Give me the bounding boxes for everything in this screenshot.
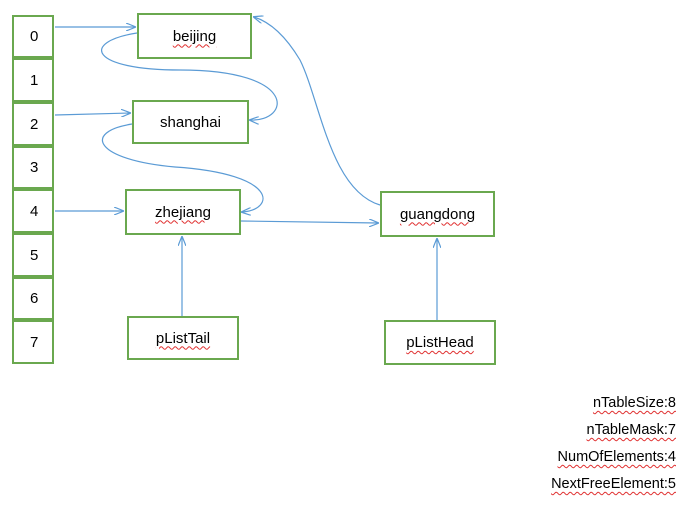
table-cell-7: 7 bbox=[12, 320, 54, 364]
node-label: pListTail bbox=[155, 329, 211, 347]
table-cell-1: 1 bbox=[12, 58, 54, 102]
node-plisthead: pListHead bbox=[384, 320, 496, 365]
node-zhejiang: zhejiang bbox=[125, 189, 241, 235]
arrow-beijing-to-shanghai bbox=[101, 32, 278, 120]
node-label: guangdong bbox=[399, 205, 476, 223]
table-cell-3: 3 bbox=[12, 146, 54, 189]
cell-label: 0 bbox=[30, 28, 39, 45]
node-shanghai: shanghai bbox=[132, 100, 249, 144]
cell-label: 3 bbox=[30, 159, 39, 176]
cell-label: 6 bbox=[30, 290, 39, 307]
table-cell-2: 2 bbox=[12, 102, 54, 146]
arrow-cell2-to-shanghai bbox=[54, 113, 130, 115]
stat-table-mask: nTableMask:7 bbox=[586, 422, 676, 438]
table-cell-0: 0 bbox=[12, 15, 54, 58]
node-plisttail: pListTail bbox=[127, 316, 239, 360]
node-beijing: beijing bbox=[137, 13, 252, 59]
stat-next-free: NextFreeElement:5 bbox=[551, 476, 676, 492]
cell-label: 4 bbox=[30, 202, 39, 220]
table-cell-6: 6 bbox=[12, 277, 54, 320]
arrow-zhejiang-to-guangdong bbox=[240, 221, 378, 223]
node-label: beijing bbox=[172, 27, 217, 45]
stat-table-size: nTableSize:8 bbox=[592, 395, 676, 411]
table-cell-5: 5 bbox=[12, 233, 54, 277]
cell-label: 1 bbox=[30, 71, 39, 89]
node-guangdong: guangdong bbox=[380, 191, 495, 237]
node-label: pListHead bbox=[406, 334, 474, 351]
arrow-shanghai-to-zhejiang bbox=[101, 123, 264, 212]
node-label: zhejiang bbox=[155, 203, 211, 221]
arrow-guangdong-to-beijing bbox=[254, 17, 381, 206]
stat-num-elements: NumOfElements:4 bbox=[557, 449, 676, 465]
cell-label: 2 bbox=[30, 115, 39, 133]
cell-label: 5 bbox=[30, 246, 39, 264]
table-stats: nTableSize:8 nTableMask:7 NumOfElements:… bbox=[551, 390, 676, 498]
table-cell-4: 4 bbox=[12, 189, 54, 233]
cell-label: 7 bbox=[30, 333, 39, 351]
node-label: shanghai bbox=[160, 113, 221, 131]
